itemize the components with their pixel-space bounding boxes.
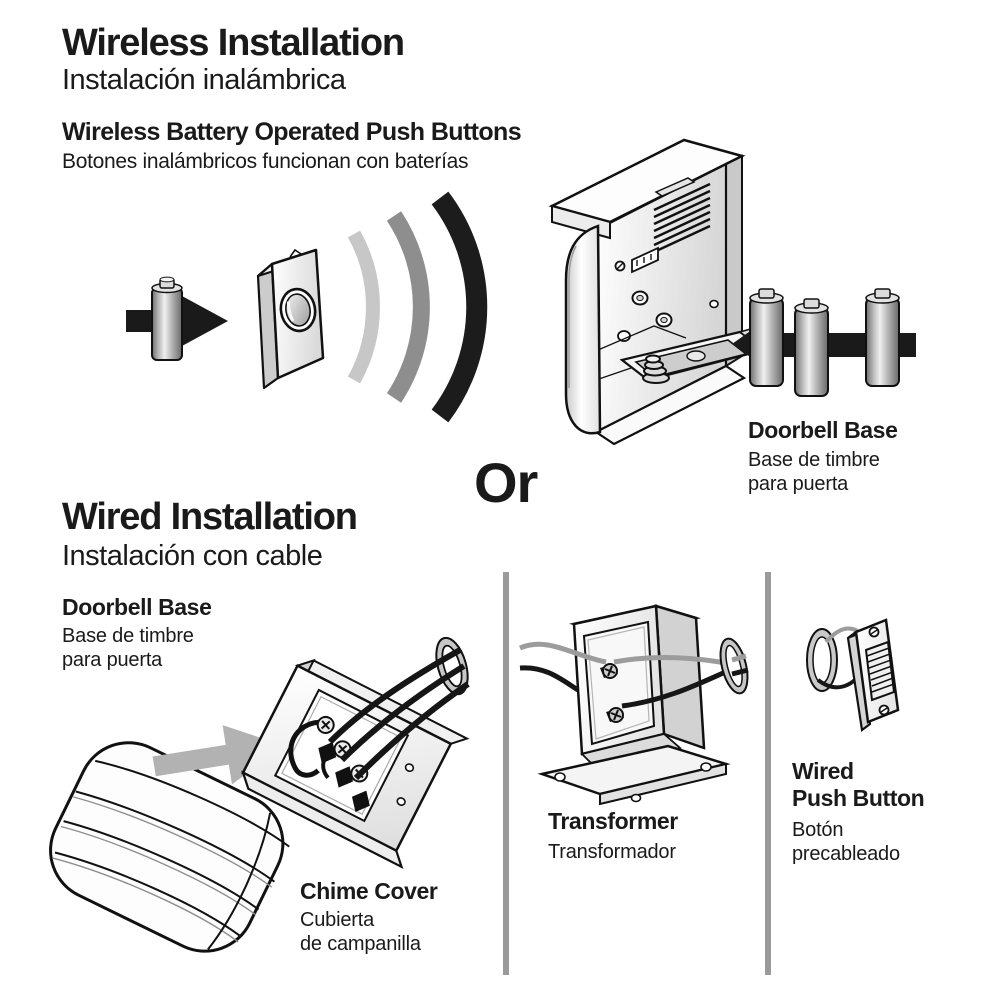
doorbell-base-label: Doorbell Base	[748, 417, 898, 443]
wired-section-title: Wired Installation	[62, 496, 358, 538]
vent-grille-icon	[653, 182, 711, 254]
terminal-screw-icon	[606, 707, 624, 723]
transformer-illustration	[519, 604, 749, 806]
wall-hole-icon	[719, 637, 749, 695]
terminal-screw-icon	[600, 663, 618, 679]
battery-icon	[865, 288, 900, 387]
wired-doorbell-base-illustration	[241, 636, 470, 870]
section-divider-left	[503, 572, 509, 975]
battery-icon	[151, 276, 183, 361]
wired-push-button-illustration	[806, 618, 900, 732]
chime-cover-label: Chime Cover	[300, 878, 438, 904]
chime-cover-label-es: Cubierta de campanilla	[300, 909, 421, 955]
wireless-push-button-illustration	[256, 248, 325, 390]
transformer-label-es: Transformador	[548, 841, 676, 863]
chime-cover-illustration	[49, 741, 290, 953]
section-divider-right	[765, 572, 771, 975]
wires-icon	[327, 647, 470, 781]
battery-icon	[794, 298, 829, 397]
wired-section-subtitle: Instalación con cable	[62, 540, 323, 572]
wired-push-button-label: Wired Push Button	[792, 758, 925, 811]
terminal-screw-icon	[316, 715, 335, 734]
wired-doorbell-base-label: Doorbell Base	[62, 594, 212, 620]
three-batteries-insert-arrow-illustration	[732, 288, 916, 397]
or-label: Or	[474, 451, 538, 514]
transformer-label: Transformer	[548, 808, 678, 834]
wall-hole-icon	[806, 628, 838, 692]
wireless-push-buttons-heading: Wireless Battery Operated Push Buttons	[62, 118, 522, 146]
wired-push-button-label-es: Botón precableado	[792, 819, 900, 865]
wireless-section-title: Wireless Installation	[62, 22, 405, 64]
doorbell-base-label-es: Base de timbre para puerta	[748, 449, 880, 495]
wired-doorbell-base-label-es: Base de timbre para puerta	[62, 625, 194, 671]
button-icon	[279, 287, 317, 333]
battery-icon	[749, 288, 784, 387]
doorbell-base-illustration	[548, 138, 772, 446]
battery-insert-arrow-illustration	[126, 276, 228, 361]
ribbed-button-icon	[864, 640, 896, 702]
wireless-push-buttons-heading-es: Botones inalámbricos funcionan con bater…	[62, 150, 469, 173]
wireless-section-subtitle: Instalación inalámbrica	[62, 64, 346, 96]
wireless-signal-waves-icon	[347, 191, 488, 423]
